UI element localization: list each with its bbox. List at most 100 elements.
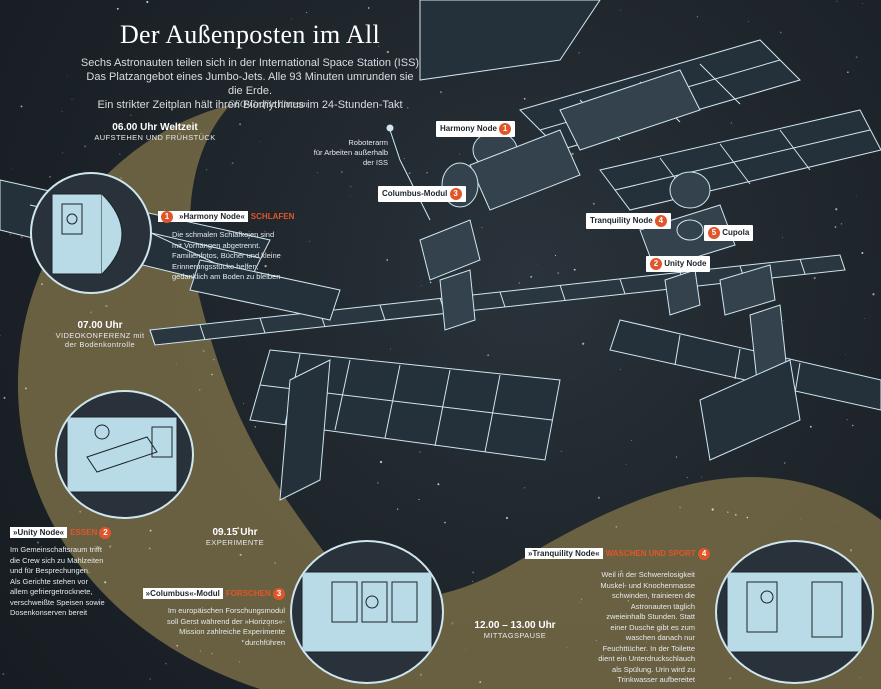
star [573, 268, 576, 271]
star [109, 545, 112, 548]
star [368, 78, 371, 81]
star [0, 334, 1, 337]
star [595, 639, 597, 641]
star [206, 169, 208, 171]
columbus-interior-illustration [290, 540, 444, 684]
star [631, 439, 633, 441]
star [679, 506, 682, 509]
star [727, 511, 729, 513]
star [748, 21, 749, 22]
star [523, 97, 526, 100]
star [20, 236, 23, 238]
star [836, 520, 838, 522]
number-badge: 1 [161, 211, 173, 223]
star [149, 529, 152, 532]
star [148, 547, 151, 550]
star [386, 259, 388, 261]
star [202, 349, 205, 353]
star [675, 456, 678, 458]
star [198, 388, 201, 391]
star [625, 463, 627, 465]
activity-verb: ESSEN [70, 528, 98, 538]
star [730, 122, 733, 124]
body-line: Die schmalen Schlafkojen sind [172, 230, 275, 239]
section-heading: »Tranquility Node«WASCHEN UND SPORT 4 [525, 548, 715, 560]
star [239, 553, 242, 556]
star [578, 601, 580, 603]
star [163, 209, 165, 210]
star [103, 130, 106, 132]
section-unity: »Unity Node«ESSEN 2 Im Gemeinschaftsraum… [10, 527, 180, 619]
label-text: Cupola [722, 228, 750, 238]
star [444, 521, 446, 524]
label-text: Harmony Node [440, 124, 497, 134]
star [872, 293, 875, 296]
laboratory-racks-icon [301, 571, 433, 653]
body-line: verschweißte Speisen sowie [10, 597, 105, 607]
intro-line: Das Platzangebot eines Jumbo-Jets. Alle … [86, 71, 414, 97]
star [120, 177, 123, 179]
star [71, 98, 73, 100]
star [582, 342, 585, 345]
star [130, 114, 132, 116]
section-body: Die schmalen Schlafkojen sind mit Vorhän… [172, 230, 338, 283]
star [686, 477, 688, 478]
iss-label-columbus: Columbus-Modul 3 [378, 186, 466, 202]
star [459, 153, 460, 155]
number-badge: 4 [654, 215, 667, 227]
star [306, 12, 308, 14]
schedule-entry-0915: 09.15 Uhr EXPERIMENTE [185, 527, 285, 547]
schedule-activity: EXPERIMENTE [205, 538, 265, 547]
body-line: Trinkwasser aufbereitet [617, 675, 695, 684]
star [260, 141, 261, 142]
schedule-activity: AUFSTEHEN UND FRÜHSTÜCK [94, 133, 216, 142]
star [116, 7, 119, 10]
star [523, 486, 526, 489]
section-body: Im Gemeinschaftsraum trifft die Crew sic… [10, 545, 180, 619]
schedule-time: 06.00 Uhr Weltzeit [112, 122, 198, 133]
number-badge: 5 [708, 227, 720, 239]
star [545, 97, 547, 99]
star [560, 450, 562, 452]
star [231, 162, 234, 165]
star [356, 153, 358, 155]
harmony-interior-illustration [30, 172, 152, 294]
star [165, 663, 167, 665]
star [408, 172, 411, 175]
section-number: 1 [158, 211, 176, 223]
module-name: »Unity Node« [10, 527, 68, 539]
schedule-activity: der Bodenkontrolle [64, 340, 136, 349]
star [420, 285, 422, 287]
number-badge: 1 [499, 123, 512, 135]
body-line: Dosenkonserven bereit [10, 608, 88, 617]
star [800, 518, 802, 520]
star [378, 45, 380, 47]
iss-label-cupola: 5 Cupola [704, 225, 754, 241]
label-text: Tranquility Node [590, 216, 653, 226]
label-text: Unity Node [664, 259, 707, 269]
body-line: Familienfotos, Bücher und kleine [172, 251, 281, 260]
star [505, 516, 509, 520]
star [61, 110, 63, 112]
number-badge: 3 [273, 588, 285, 600]
body-line: gedanklich am Boden zu bleiben [172, 272, 281, 281]
star [84, 145, 87, 148]
body-line: waschen danach nur [625, 633, 695, 642]
star [729, 677, 732, 680]
star [350, 195, 351, 196]
body-line: durchführen [244, 637, 285, 647]
star [175, 363, 177, 365]
star [451, 622, 454, 625]
star [700, 476, 702, 478]
star [844, 354, 846, 355]
star [376, 481, 379, 484]
star [211, 373, 213, 376]
star [861, 252, 864, 254]
body-line: dient ein Unterdruckschlauch [598, 654, 695, 663]
body-line: zweieinhalb Stunden. Statt [606, 612, 695, 621]
note-line: der ISS [362, 158, 388, 167]
star [782, 236, 784, 238]
star [20, 105, 23, 108]
